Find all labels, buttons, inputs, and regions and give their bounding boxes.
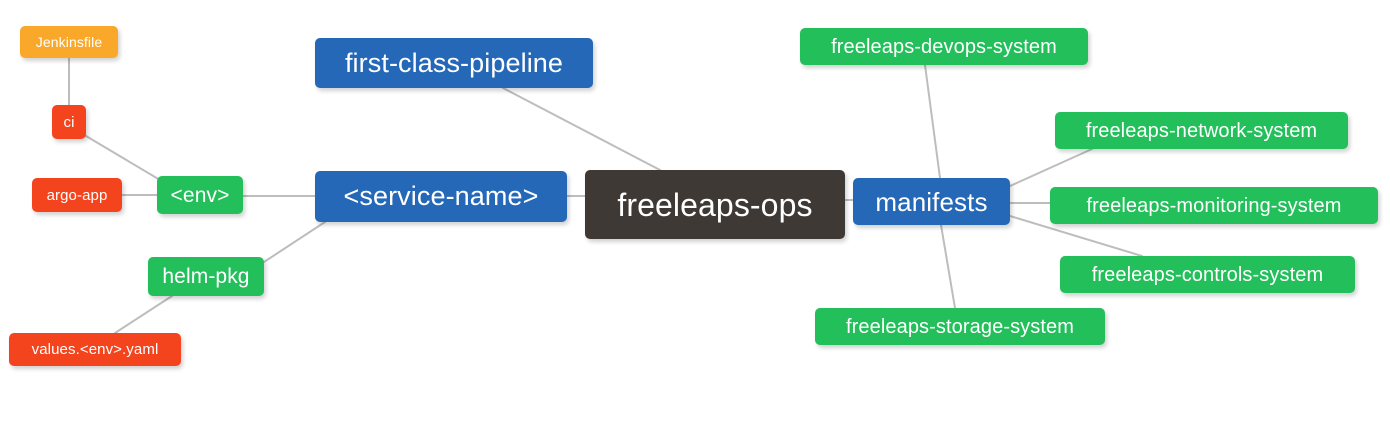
node-label-freeleaps-monitoring-system: freeleaps-monitoring-system bbox=[1086, 194, 1342, 217]
edge-first-class-pipeline-to-freeleaps-ops bbox=[502, 87, 661, 171]
node-label-freeleaps-network-system: freeleaps-network-system bbox=[1085, 119, 1318, 142]
node-helm-pkg[interactable]: helm-pkg bbox=[148, 257, 264, 296]
node-label-freeleaps-ops: freeleaps-ops bbox=[617, 186, 813, 223]
node-label-jenkinsfile: Jenkinsfile bbox=[35, 34, 103, 50]
node-label-values-yaml: values.<env>.yaml bbox=[31, 341, 159, 358]
edge-manifests-to-freeleaps-network-system bbox=[1009, 148, 1093, 187]
node-label-helm-pkg: helm-pkg bbox=[162, 265, 250, 288]
node-manifests[interactable]: manifests bbox=[853, 178, 1010, 225]
node-label-freeleaps-devops-system: freeleaps-devops-system bbox=[831, 35, 1057, 58]
node-freeleaps-storage-system[interactable]: freeleaps-storage-system bbox=[815, 308, 1105, 345]
node-label-ci: ci bbox=[63, 113, 75, 131]
node-jenkinsfile[interactable]: Jenkinsfile bbox=[20, 26, 118, 58]
edge-manifests-to-freeleaps-storage-system bbox=[940, 224, 956, 309]
edge-service-name-to-helm-pkg bbox=[263, 221, 326, 263]
node-freeleaps-ops[interactable]: freeleaps-ops bbox=[585, 170, 845, 239]
edge-manifests-to-freeleaps-devops-system bbox=[924, 64, 941, 179]
edge-ci-to-env bbox=[85, 135, 161, 181]
node-env[interactable]: <env> bbox=[157, 176, 243, 214]
node-label-manifests: manifests bbox=[875, 186, 988, 217]
node-argo-app[interactable]: argo-app bbox=[32, 178, 122, 212]
node-label-service-name: <service-name> bbox=[343, 181, 539, 211]
node-values-yaml[interactable]: values.<env>.yaml bbox=[9, 333, 181, 366]
node-freeleaps-network-system[interactable]: freeleaps-network-system bbox=[1055, 112, 1348, 149]
node-label-first-class-pipeline: first-class-pipeline bbox=[344, 47, 564, 78]
node-label-freeleaps-controls-system: freeleaps-controls-system bbox=[1091, 263, 1324, 286]
node-freeleaps-monitoring-system[interactable]: freeleaps-monitoring-system bbox=[1050, 187, 1378, 224]
node-label-argo-app: argo-app bbox=[46, 186, 108, 204]
node-freeleaps-controls-system[interactable]: freeleaps-controls-system bbox=[1060, 256, 1355, 293]
node-first-class-pipeline[interactable]: first-class-pipeline bbox=[315, 38, 593, 88]
node-label-env: <env> bbox=[170, 183, 230, 207]
node-ci[interactable]: ci bbox=[52, 105, 86, 139]
node-label-freeleaps-storage-system: freeleaps-storage-system bbox=[845, 315, 1075, 338]
edge-helm-pkg-to-values-yaml bbox=[114, 295, 173, 334]
node-service-name[interactable]: <service-name> bbox=[315, 171, 567, 222]
node-freeleaps-devops-system[interactable]: freeleaps-devops-system bbox=[800, 28, 1088, 65]
